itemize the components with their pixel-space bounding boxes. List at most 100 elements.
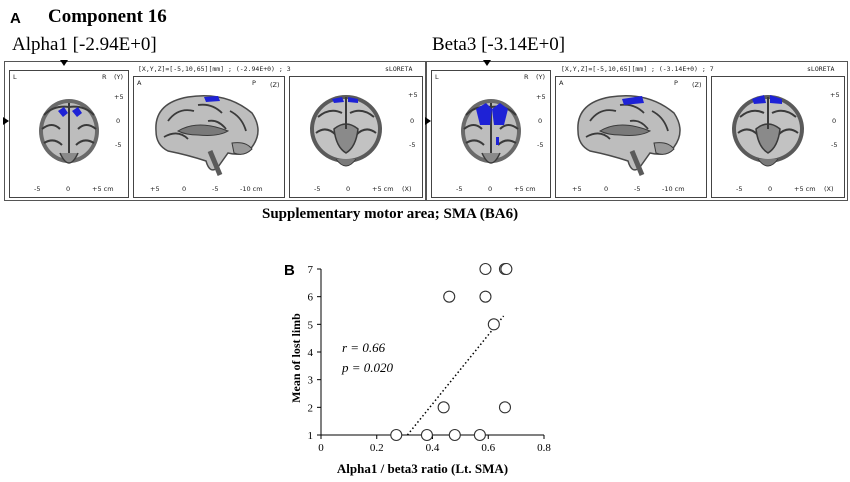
ytick-plus5: +5 [150, 185, 160, 193]
vtick-0: 0 [116, 117, 121, 125]
left-side-label: L [435, 73, 439, 81]
coronal-brain-slice [461, 99, 521, 164]
coordinate-readout: [X,Y,Z]=[-5,10,65][mm] ; (-3.14E+0) ; 7 [561, 65, 714, 73]
trendline [406, 315, 505, 436]
x-tick-label: 0 [318, 442, 324, 454]
side-marker-icon [425, 117, 431, 125]
loreta-label: sLORETA [385, 65, 413, 73]
xtick-minus5-axial: -5 [314, 185, 321, 193]
y-tick-label: 4 [308, 347, 314, 359]
vtick-plus5-axial: +5 [830, 91, 840, 99]
axial-view: +5 0 -5 -5 0 +5 cm (X) [711, 76, 845, 198]
x-axis-label: (X) [824, 185, 834, 193]
correlation-r: r = 0.66 [342, 340, 386, 355]
vtick-plus5-axial: +5 [408, 91, 418, 99]
ytick-minus10cm: -10 cm [662, 185, 685, 193]
ytick-minus10cm: -10 cm [240, 185, 263, 193]
x-tick-label: 0.4 [426, 442, 440, 454]
data-point [500, 262, 513, 276]
y-axis-label: (Y) [114, 73, 124, 81]
vtick-0-axial: 0 [410, 117, 415, 125]
vtick-minus5-axial: -5 [831, 141, 838, 149]
xtick-plus5cm-axial: +5 cm [372, 185, 394, 193]
vtick-plus5: +5 [114, 93, 124, 101]
data-point [437, 401, 450, 414]
vtick-minus5-axial: -5 [409, 141, 416, 149]
x-tick-label: 0.2 [370, 442, 384, 454]
posterior-label: P [674, 79, 678, 87]
coronal-brain-slice [39, 99, 99, 164]
anterior-label: A [137, 79, 142, 87]
loreta-label: sLORETA [807, 65, 835, 73]
sagittal-view: A P (Z) +5 0 -5 -10 cm [133, 76, 285, 198]
data-point [448, 428, 461, 442]
side-marker-icon [3, 117, 9, 125]
y-tick-label: 7 [308, 264, 314, 276]
ytick-minus5: -5 [212, 185, 219, 193]
alpha1-band-label: Alpha1 [-2.94E+0] [12, 34, 157, 55]
scatter-chart: 0 0.2 0.4 0.6 0.8 1 2 3 4 5 6 7 Alpha1 / beta3 rati… [289, 262, 551, 476]
panel-b-letter: B [284, 262, 295, 279]
vtick-minus5: -5 [115, 141, 122, 149]
data-point [390, 428, 403, 442]
alpha1-scan-strip: [X,Y,Z]=[-5,10,65][mm] ; (-2.94E+0) ; 3 … [3, 60, 426, 201]
region-caption: Supplementary motor area; SMA (BA6) [262, 206, 519, 222]
z-axis-label: (Z) [692, 81, 702, 89]
beta3-band-label: Beta3 [-3.14E+0] [432, 34, 566, 55]
z-axis-label: (Z) [270, 81, 280, 89]
left-side-label: L [13, 73, 17, 81]
vtick-plus5: +5 [536, 93, 546, 101]
right-side-label: R [102, 73, 107, 81]
data-point [473, 428, 486, 442]
xtick-minus5: -5 [456, 185, 463, 193]
beta3-scan-strip: [X,Y,Z]=[-5,10,65][mm] ; (-3.14E+0) ; 7 … [425, 60, 848, 201]
data-point [479, 262, 492, 276]
vtick-0-axial: 0 [832, 117, 837, 125]
xtick-0: 0 [66, 185, 71, 193]
y-axis-title: Mean of lost limb [289, 313, 303, 403]
component-title: Component 16 [48, 6, 167, 27]
correlation-p: p = 0.020 [341, 360, 394, 375]
x-tick-label: 0.8 [537, 442, 551, 454]
x-axis-title: Alpha1 / beta3 ratio (Lt. SMA) [337, 461, 508, 476]
y-axis-label: (Y) [536, 73, 546, 81]
anterior-label: A [559, 79, 564, 87]
coronal-view: L R (Y) +5 0 -5 -5 0 +5 cm [9, 70, 129, 198]
xtick-0-axial: 0 [346, 185, 351, 193]
axial-brain-slice [310, 95, 382, 167]
y-tick-label: 6 [308, 292, 314, 304]
xtick-plus5cm: +5 cm [514, 185, 536, 193]
data-point [498, 401, 512, 414]
coronal-view: L R (Y) +5 0 -5 -5 0 +5 cm [431, 70, 551, 198]
right-side-label: R [524, 73, 529, 81]
vtick-minus5: -5 [537, 141, 544, 149]
top-marker-icon [60, 60, 68, 66]
axial-brain-slice [732, 95, 804, 167]
sagittal-brain-slice [577, 94, 681, 176]
xtick-0: 0 [488, 185, 493, 193]
top-marker-icon [483, 60, 491, 66]
x-tick-label: 0.6 [481, 442, 495, 454]
panel-a-letter: A [10, 10, 21, 27]
y-tick-label: 3 [308, 375, 314, 387]
posterior-label: P [252, 79, 256, 87]
ytick-plus5: +5 [572, 185, 582, 193]
ytick-minus5: -5 [634, 185, 641, 193]
y-tick-label: 2 [308, 402, 314, 414]
sagittal-brain-slice [155, 94, 259, 176]
sagittal-view: A P (Z) +5 0 -5 -10 cm [555, 76, 707, 198]
xtick-minus5-axial: -5 [736, 185, 743, 193]
ytick-0: 0 [182, 185, 187, 193]
vtick-0: 0 [538, 117, 543, 125]
y-tick-label: 5 [308, 319, 314, 331]
ytick-0: 0 [604, 185, 609, 193]
data-point [420, 428, 433, 442]
xtick-plus5cm: +5 cm [92, 185, 114, 193]
xtick-minus5: -5 [34, 185, 41, 193]
axial-view: +5 0 -5 -5 0 +5 cm (X) [289, 76, 423, 198]
xtick-0-axial: 0 [768, 185, 773, 193]
xtick-plus5cm-axial: +5 cm [794, 185, 816, 193]
x-axis-label: (X) [402, 185, 412, 193]
y-tick-label: 1 [308, 430, 314, 442]
coordinate-readout: [X,Y,Z]=[-5,10,65][mm] ; (-2.94E+0) ; 3 [138, 65, 291, 73]
